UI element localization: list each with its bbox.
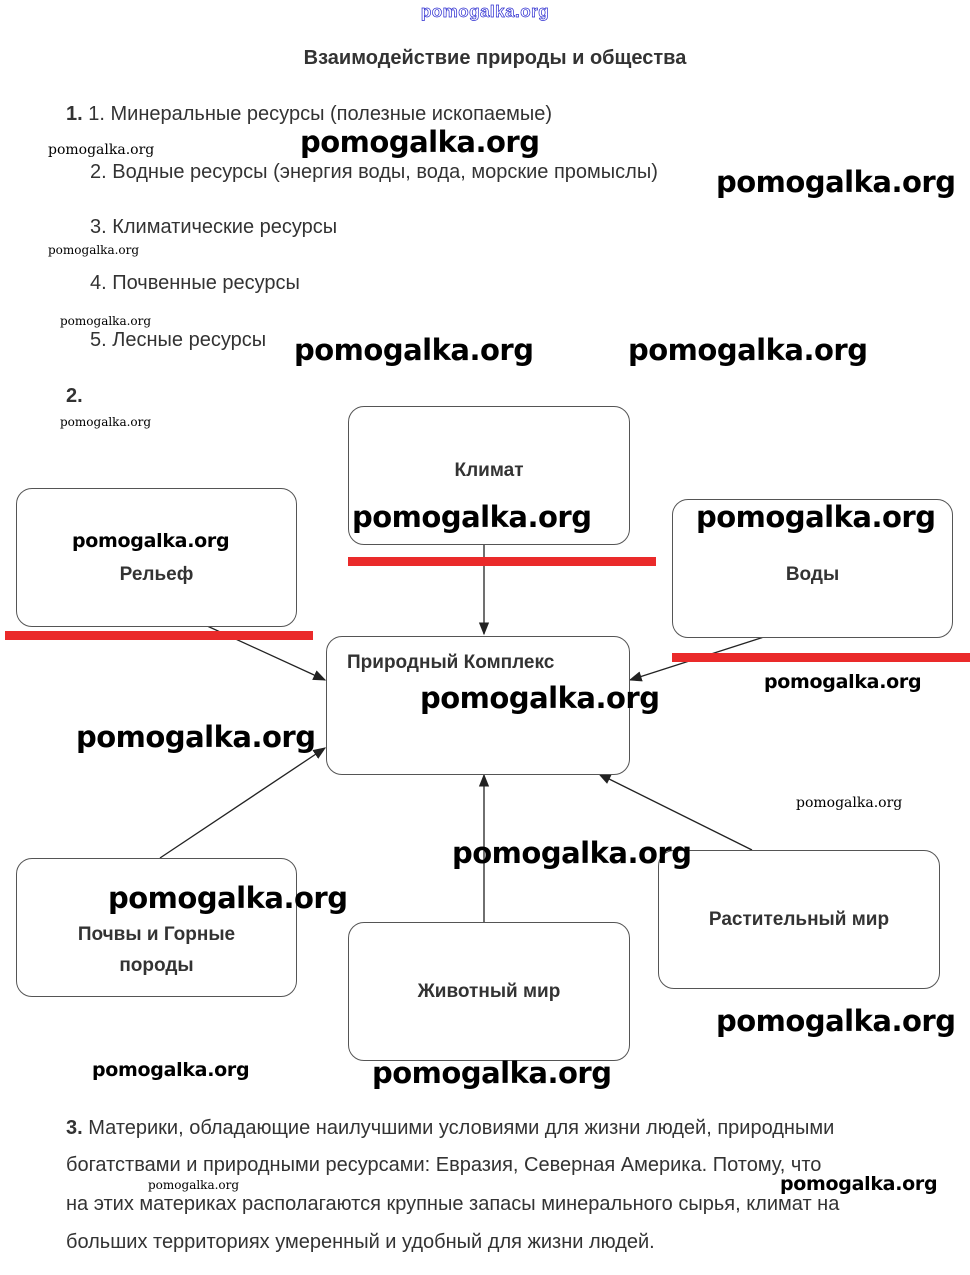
section-number: 2. bbox=[66, 385, 83, 407]
box-label: Рельеф bbox=[119, 564, 194, 585]
watermark: pomogalka.org bbox=[60, 415, 152, 429]
watermark: pomogalka.org bbox=[60, 314, 152, 328]
box-label: Животный мир bbox=[417, 981, 561, 1002]
paragraph-line: богатствами и природными ресурсами: Евра… bbox=[66, 1154, 822, 1176]
watermark: pomogalka.org bbox=[764, 671, 922, 693]
red-underline bbox=[348, 557, 656, 566]
paragraph-line: 3. Материки, обладающие наилучшими услов… bbox=[66, 1118, 834, 1138]
watermark: pomogalka.org bbox=[48, 142, 155, 158]
paragraph-line: на этих материках располагаются крупные … bbox=[66, 1193, 840, 1215]
watermark: pomogalka.org bbox=[696, 500, 936, 534]
box-label: Растительный мир bbox=[708, 909, 890, 930]
watermark: pomogalka.org bbox=[300, 125, 540, 159]
box-fauna: Животный мир bbox=[348, 922, 630, 1061]
watermark: pomogalka.org bbox=[716, 1004, 956, 1038]
box-label: породы bbox=[119, 954, 194, 976]
box-water: Воды bbox=[672, 499, 953, 638]
arrow-flora bbox=[597, 773, 753, 851]
site-watermark: pomogalka.org bbox=[420, 2, 550, 22]
list-item: 4. Почвенные ресурсы bbox=[90, 272, 300, 294]
watermark: pomogalka.org bbox=[148, 1178, 240, 1192]
list-item: 5. Лесные ресурсы bbox=[90, 329, 267, 351]
watermark: pomogalka.org bbox=[628, 333, 868, 367]
watermark: pomogalka.org bbox=[716, 165, 956, 199]
box-label: Воды bbox=[785, 564, 840, 585]
box-climate: Климат bbox=[348, 406, 630, 545]
watermark: pomogalka.org bbox=[72, 530, 230, 552]
watermark: pomogalka.org bbox=[372, 1056, 612, 1090]
section-number: 3. bbox=[66, 1117, 83, 1139]
box-label: Почвы и Горные bbox=[77, 923, 236, 945]
list-item: 3. Климатические ресурсы bbox=[90, 216, 338, 238]
watermark: pomogalka.org bbox=[108, 881, 348, 915]
arrow-soil bbox=[159, 747, 327, 859]
red-underline bbox=[672, 653, 970, 662]
section-number: 1. bbox=[66, 103, 83, 125]
watermark: pomogalka.org bbox=[294, 333, 534, 367]
watermark: pomogalka.org bbox=[76, 720, 316, 754]
box-soil: Почвы и Горные породы bbox=[16, 858, 297, 997]
red-underline bbox=[5, 631, 313, 640]
list-item: 1. 1. Минеральные ресурсы (полезные иско… bbox=[66, 103, 552, 126]
list-item-text: 1. Минеральные ресурсы (полезные ископае… bbox=[88, 103, 553, 125]
watermark: pomogalka.org bbox=[48, 243, 140, 257]
list-item: 2. Водные ресурсы (энергия воды, вода, м… bbox=[90, 161, 658, 183]
watermark: pomogalka.org bbox=[780, 1173, 938, 1195]
box-label: Природный Комплекс bbox=[347, 652, 555, 673]
paragraph-line: больших территориях умеренный и удобный … bbox=[66, 1231, 655, 1253]
page-title: Взаимодействие природы и общества bbox=[303, 47, 687, 69]
paragraph-text: Материки, обладающие наилучшими условиям… bbox=[88, 1117, 835, 1139]
watermark: pomogalka.org bbox=[420, 681, 660, 715]
watermark: pomogalka.org bbox=[352, 500, 592, 534]
box-relief: Рельеф bbox=[16, 488, 297, 627]
box-flora: Растительный мир bbox=[658, 850, 940, 989]
box-label: Климат bbox=[454, 460, 524, 481]
watermark: pomogalka.org bbox=[452, 836, 692, 870]
watermark: pomogalka.org bbox=[92, 1059, 250, 1081]
watermark: pomogalka.org bbox=[796, 795, 903, 811]
box-natural-complex: Природный Комплекс bbox=[326, 636, 630, 775]
